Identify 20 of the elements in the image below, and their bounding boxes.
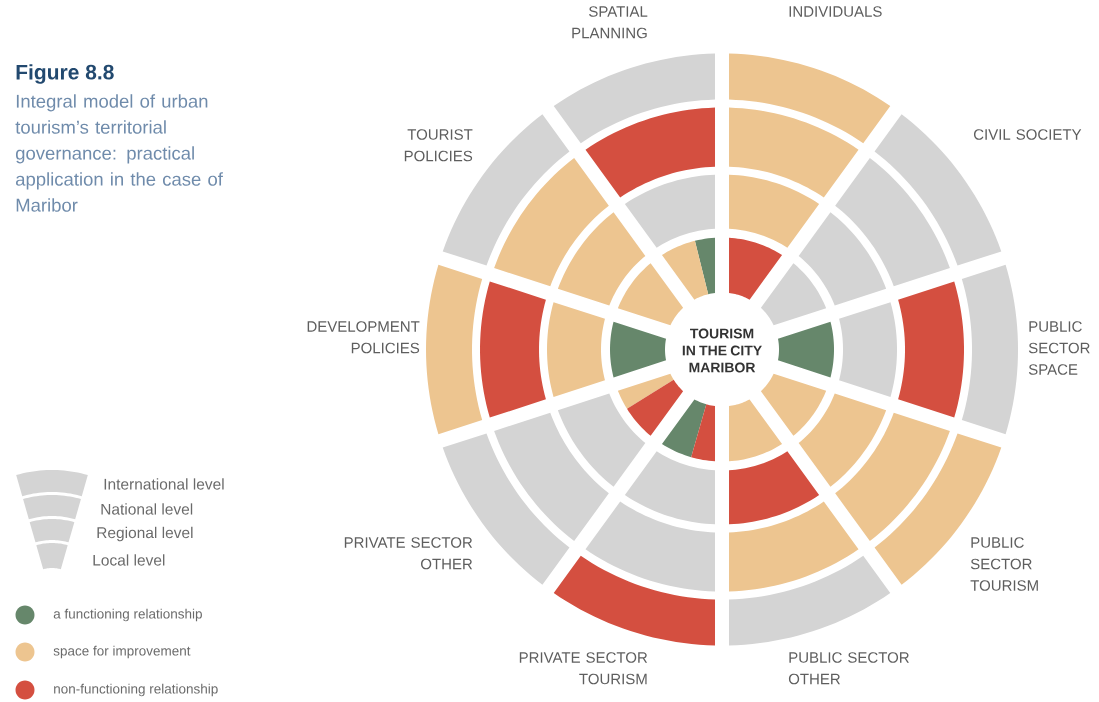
sector-label: INDIVIDUALS — [789, 6, 882, 17]
sector-label: PUBLIC SECTOR TOURISM — [970, 537, 1038, 591]
center-circle: TOURISM IN THE CITY MARIBOR — [672, 300, 772, 401]
sector-label: PUBLIC SECTOR OTHER — [788, 652, 909, 685]
sector-label: CIVIL SOCIETY — [974, 129, 1082, 140]
sector-label: PUBLIC SECTOR SPACE — [1028, 321, 1090, 375]
legend-label: Regional level — [97, 526, 193, 542]
legend-label: non-functioning relationship — [54, 683, 218, 697]
legend-label: International level — [104, 478, 224, 490]
sector-label: DEVELOPMENT POLICIES — [307, 321, 420, 354]
legend-label: a functioning relationship — [53, 608, 202, 622]
legend-label: National level — [101, 503, 193, 515]
figure-title: Figure 8.8 — [16, 64, 114, 84]
legend-label: Local level — [93, 554, 165, 566]
sector-label: PRIVATE SECTOR TOURISM — [519, 652, 648, 685]
legend-label: space for improvement — [53, 645, 191, 659]
figure-caption: Integral model of urban tourism’s territorial governance: practical application in the case of Maribor — [15, 94, 223, 212]
sector-label: PRIVATE SECTOR OTHER — [344, 537, 473, 570]
sector-label: TOURIST POLICIES — [404, 129, 473, 162]
sector-label: SPATIAL PLANNING — [572, 6, 648, 39]
